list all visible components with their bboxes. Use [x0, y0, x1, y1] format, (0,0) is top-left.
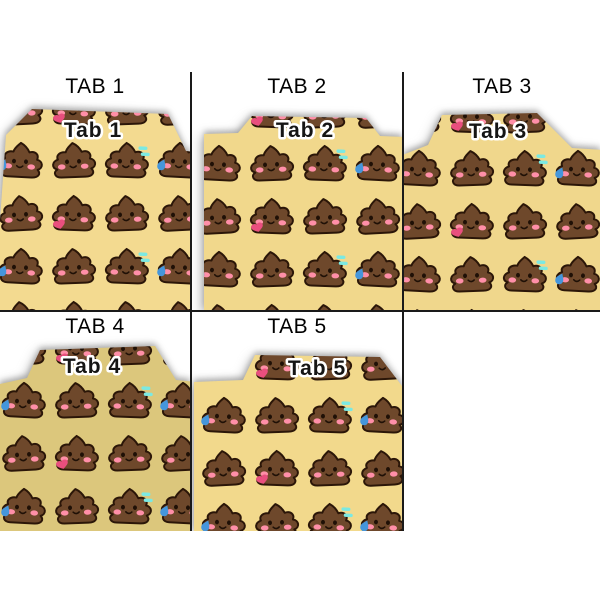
tab-option-tab-1[interactable]: TAB 1 — [0, 68, 190, 310]
tab-option-caption: TAB 3 — [472, 75, 532, 98]
folder-preview-image-tab-2: Tab 2 — [204, 116, 402, 310]
grid-line-2 — [402, 72, 404, 531]
folder-tab-text: Tab 1 — [64, 119, 122, 142]
tab-option-tab-3[interactable]: TAB 3 — [404, 68, 600, 310]
folder-tab-text: Tab 3 — [469, 120, 527, 143]
folder-preview-image-tab-5: Tab 5 — [194, 355, 402, 531]
tab-option-caption: TAB 1 — [65, 75, 125, 98]
tab-option-caption: TAB 2 — [267, 75, 327, 98]
folder-shape — [194, 355, 402, 531]
folder-preview-image-tab-1: Tab 1 — [0, 109, 190, 310]
grid-line-1 — [190, 72, 192, 531]
tab-option-caption: TAB 5 — [267, 315, 327, 338]
folder-shape — [0, 346, 190, 531]
tab-option-tab-2[interactable]: TAB 2 — [192, 68, 402, 310]
folder-preview-image-tab-3: Tab 3 — [404, 113, 600, 310]
tab-option-tab-4[interactable]: TAB 4 — [0, 312, 190, 531]
tab-option-caption: TAB 4 — [65, 315, 125, 338]
folder-shape — [204, 116, 402, 310]
folder-shape — [0, 109, 190, 310]
folder-shape — [404, 113, 600, 310]
folder-tab-text: Tab 2 — [276, 119, 334, 142]
tab-option-tab-5[interactable]: TAB 5 — [192, 312, 402, 531]
grid-line-3 — [0, 310, 600, 312]
folder-tab-text: Tab 4 — [63, 355, 121, 378]
folder-tab-text: Tab 5 — [288, 357, 346, 380]
folder-preview-image-tab-4: Tab 4 — [0, 346, 190, 531]
